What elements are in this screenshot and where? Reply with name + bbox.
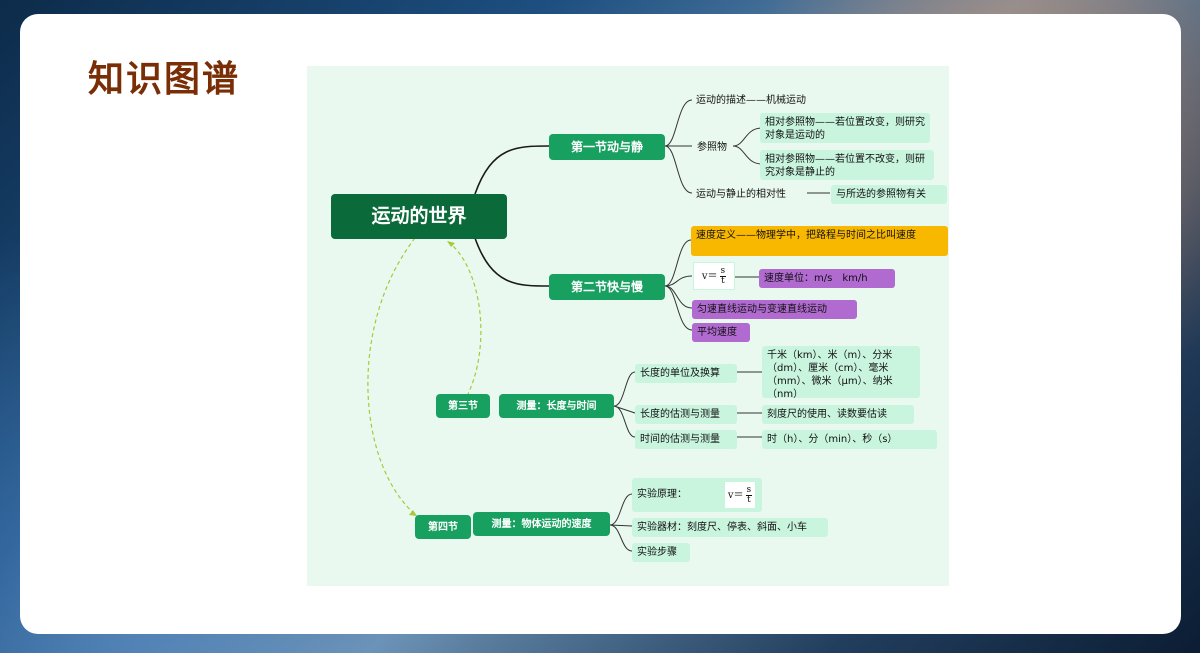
sec4-principle-label: 实验原理： — [637, 489, 687, 500]
sec3-time-estimate-detail: 时（h）、分（min）、秒（s） — [762, 430, 937, 449]
formula-denominator: t — [747, 494, 751, 505]
sec2-speed-definition: 速度定义——物理学中，把路程与时间之比叫速度 — [691, 226, 948, 256]
sec4-principle: 实验原理： v＝ s t — [632, 478, 762, 512]
formula-numerator: s — [745, 484, 753, 496]
sec4-speed-formula: v＝ s t — [724, 481, 756, 509]
section3-node: 测量：长度与时间 — [499, 394, 614, 418]
sec2-uniform-motion: 匀速直线运动与变速直线运动 — [692, 300, 857, 319]
sec4-steps: 实验步骤 — [632, 543, 690, 562]
sec3-length-estimate-detail: 刻度尺的使用、读数要估读 — [762, 405, 914, 424]
formula-numerator: s — [719, 265, 727, 277]
section2-node: 第二节快与慢 — [549, 274, 665, 300]
formula-fraction: s t — [745, 484, 753, 505]
formula-v: v＝ — [701, 270, 718, 282]
sec1-reference: 参照物 — [697, 142, 727, 153]
section4-node: 测量：物体运动的速度 — [473, 512, 610, 536]
sec3-length-estimate: 长度的估测与测量 — [635, 405, 737, 424]
formula-fraction: s t — [719, 265, 727, 286]
sec2-speed-formula: v＝ s t — [693, 262, 735, 290]
section3-label: 第三节 — [436, 394, 490, 418]
sec3-length-unit-detail: 千米（km）、米（m）、分米（dm）、厘米（cm）、毫米（mm）、微米（μm）、… — [762, 346, 920, 400]
mind-map: 运动的世界 第一节动与静 运动的描述——机械运动 参照物 相对参照物——若位置改… — [307, 66, 949, 586]
page-title: 知识图谱 — [88, 59, 241, 100]
formula-denominator: t — [721, 275, 725, 286]
formula-v: v＝ — [727, 489, 744, 501]
section4-label: 第四节 — [415, 515, 471, 539]
sec1-relativity-note: 与所选的参照物有关 — [831, 185, 947, 204]
connector-lines — [367, 99, 830, 552]
sec2-average-speed: 平均速度 — [692, 323, 750, 342]
sec4-equipment: 实验器材：刻度尺、停表、斜面、小车 — [632, 518, 828, 537]
root-node: 运动的世界 — [331, 194, 507, 239]
sec1-describe: 运动的描述——机械运动 — [696, 95, 806, 106]
section1-node: 第一节动与静 — [549, 134, 665, 160]
sec1-ref-moving: 相对参照物——若位置改变，则研究对象是运动的 — [760, 113, 930, 143]
sec3-length-unit: 长度的单位及换算 — [635, 364, 737, 383]
sec3-time-estimate: 时间的估测与测量 — [635, 430, 737, 449]
sec1-ref-static: 相对参照物——若位置不改变，则研究对象是静止的 — [760, 150, 934, 180]
sec1-relativity: 运动与静止的相对性 — [696, 189, 786, 200]
sec2-speed-unit: 速度单位：m/s km/h — [759, 269, 895, 288]
